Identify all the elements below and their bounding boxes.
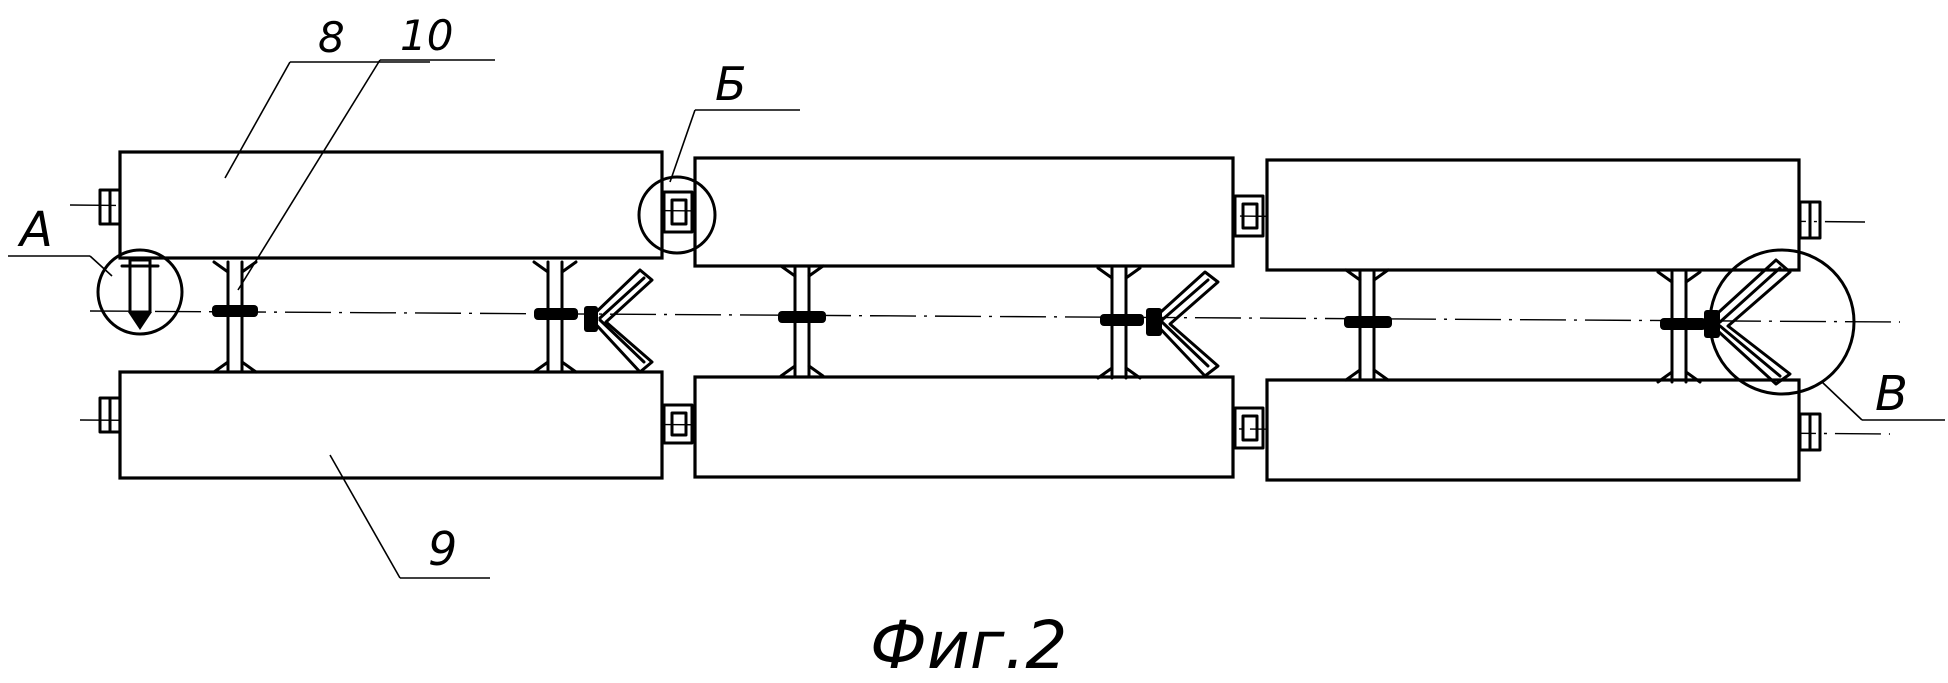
figure-caption: Фиг.2 [870,607,1067,683]
top-roller-row [118,150,1801,272]
detail-b [637,175,717,255]
leader-lines [8,59,1945,579]
label-view-v: В [1875,366,1908,422]
bottom-roller-3 [1265,378,1801,482]
labels: 8 10 9 А Б В Фиг.2 [17,11,1908,683]
bottom-roller-2 [693,375,1235,479]
detail-a [96,248,184,336]
label-10: 10 [400,11,453,60]
detail-v [1708,248,1856,396]
top-roller-2 [693,156,1235,268]
label-view-a: А [17,202,53,258]
axle-ends [98,188,1822,452]
label-9: 9 [428,522,457,576]
v-brackets [584,258,1792,386]
top-roller-3 [1265,158,1801,272]
bottom-roller-1 [118,370,664,480]
central-supports [212,260,1706,384]
label-8: 8 [318,13,345,62]
bottom-roller-row [118,370,1801,482]
top-roller-1 [118,150,664,260]
label-view-b: Б [715,57,747,111]
